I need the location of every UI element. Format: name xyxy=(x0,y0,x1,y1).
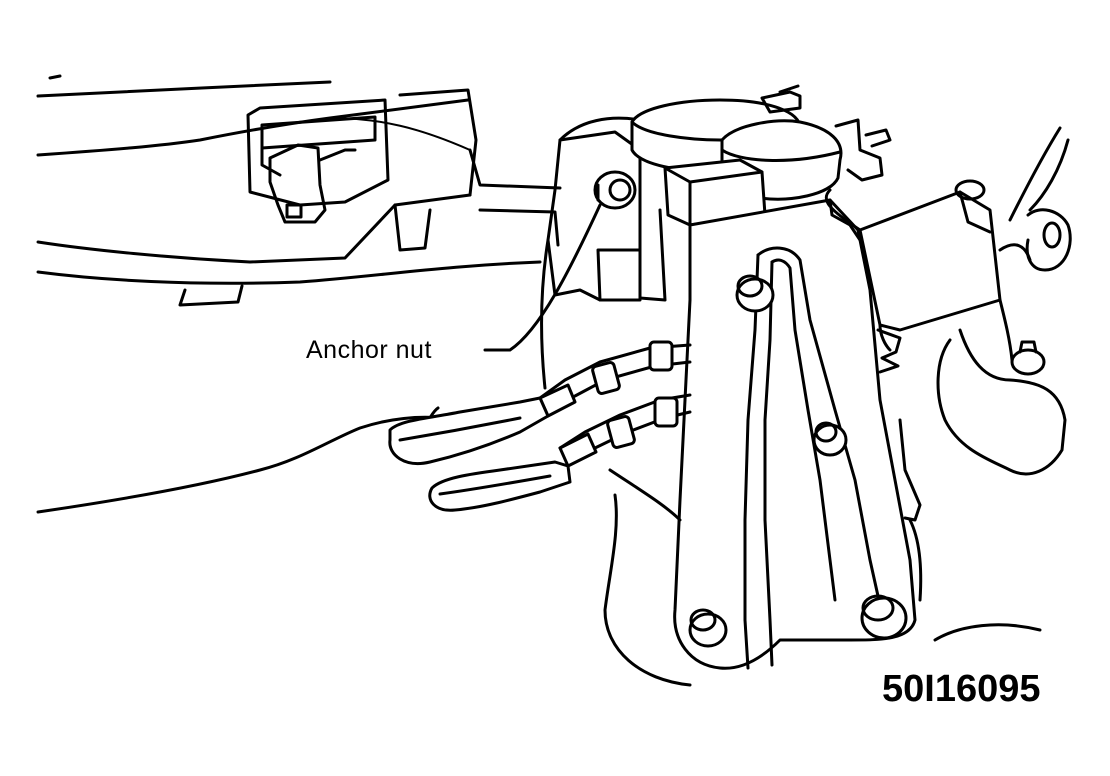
anchor-nut xyxy=(593,170,637,210)
main-bracket xyxy=(673,198,917,670)
right-housing xyxy=(898,126,1072,522)
figure-id: 50I16095 xyxy=(882,668,1041,710)
line-fittings xyxy=(388,383,598,512)
bolt-lower-left xyxy=(688,608,728,648)
lower-sweep xyxy=(603,468,1042,687)
bolt-lower-right xyxy=(860,594,908,640)
mounting-plate xyxy=(540,116,642,390)
bracket-bolts xyxy=(688,274,908,648)
panel-latch xyxy=(246,98,390,224)
anchor-nut-leader xyxy=(483,203,602,352)
anchor-nut-label: Anchor nut xyxy=(306,336,432,364)
bolt-mid xyxy=(812,421,848,457)
bolt-top xyxy=(735,274,775,313)
underbody xyxy=(36,117,562,514)
brake-lines xyxy=(538,340,692,464)
firewall-panel xyxy=(36,74,542,307)
